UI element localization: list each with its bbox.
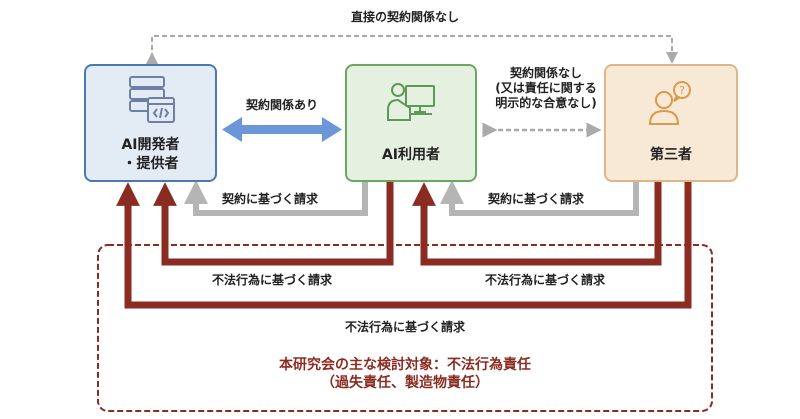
developer-title-line1: AI開発者 [121,137,180,153]
tort-claim-label-third-dev: 不法行為に基づく請求 [344,320,466,334]
node-third-party: ? 第三者 [604,64,738,182]
no-contract-line1: 契約関係なし [509,66,582,80]
contract-claim-arrow-third [440,180,639,216]
person-question-icon: ? [648,81,691,125]
no-contract-line3: 明示的な合意なし) [495,96,597,110]
tort-claim-arrow-user-dev [153,181,394,266]
contract-double-arrow [222,117,342,142]
scope-dashed-box [97,244,713,412]
scope-line2: （過失責任、製造物責任） [321,375,489,391]
server-code-icon [128,76,175,123]
tort-claim-arrow-third-dev [116,181,692,309]
node-ai-user: AI利用者 [345,64,477,182]
contract-claim-arrow-user [184,180,368,216]
contract-relation-label: 契約関係あり [245,98,319,112]
contract-claim-label-user: 契約に基づく請求 [221,192,319,206]
tort-claim-arrow-third-user [412,181,662,266]
no-contract-line2: (又は責任に関する [495,81,597,95]
third-party-title: 第三者 [650,147,692,163]
node-ai-developer: AI開発者 ・提供者 [84,64,217,182]
tort-claim-label-third-user: 不法行為に基づく請求 [484,273,606,287]
tort-claim-label-user: 不法行為に基づく請求 [211,273,333,287]
user-title: AI利用者 [381,147,441,163]
scope-label: 本研究会の主な検討対象：不法行為責任 （過失責任、製造物責任） [279,356,531,392]
person-computer-icon [387,83,435,121]
no-contract-label: 契約関係なし (又は責任に関する 明示的な合意なし) [495,66,597,111]
svg-text:?: ? [679,84,685,97]
developer-title-line2: ・提供者 [122,156,179,172]
no-direct-contract-label: 直接の契約関係なし [350,10,460,24]
contract-claim-label-third: 契約に基づく請求 [487,192,585,206]
scope-line1: 本研究会の主な検討対象：不法行為責任 [279,357,531,373]
no-direct-contract-line [146,35,678,64]
